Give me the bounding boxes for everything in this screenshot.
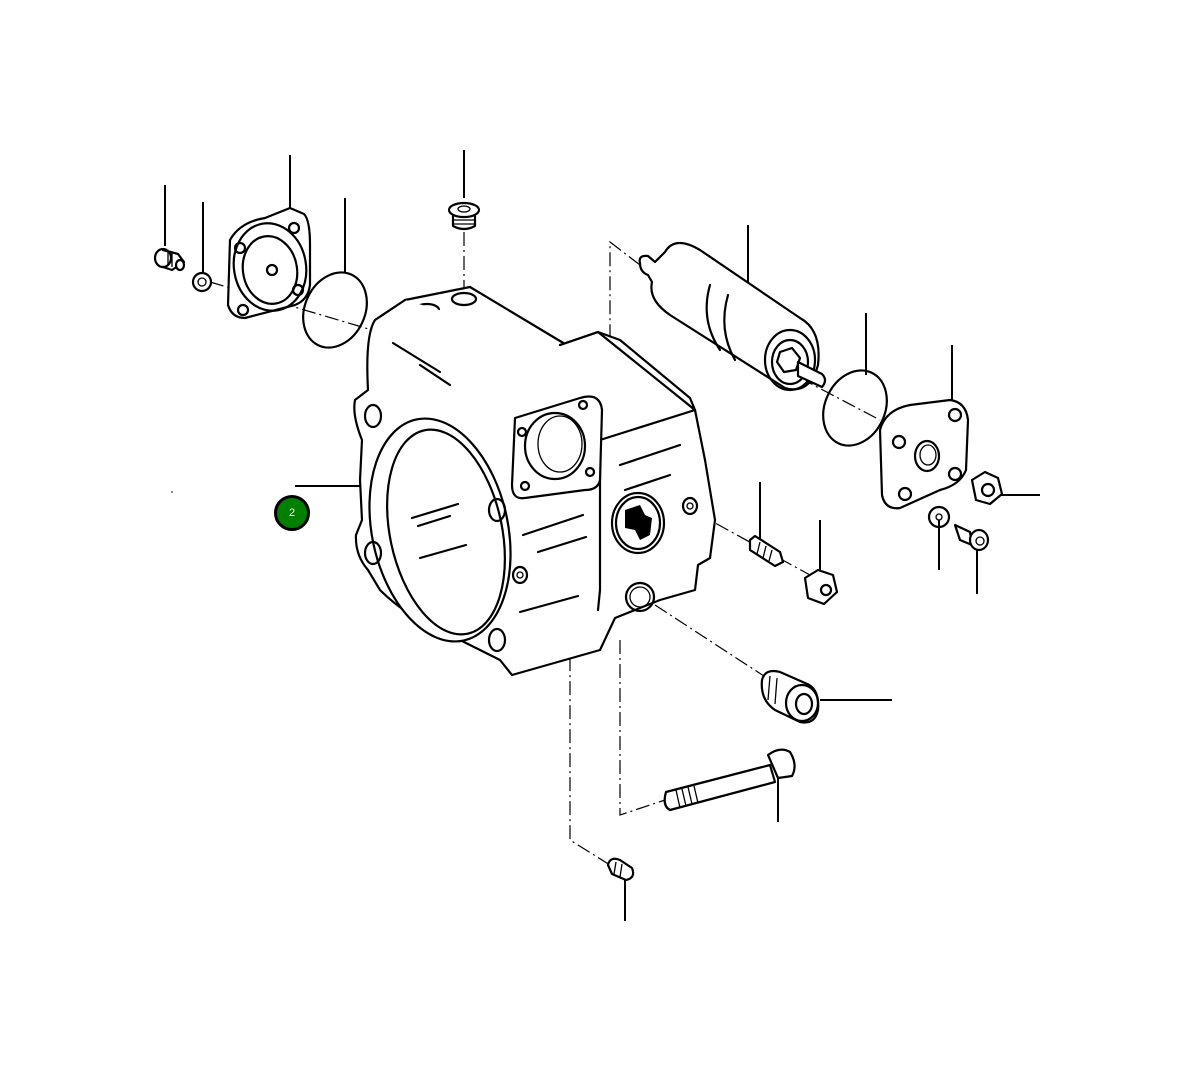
o-ring-right-part — [822, 369, 888, 447]
artifact-dot — [171, 491, 173, 493]
stud-part — [748, 534, 785, 568]
cap-screw-left-part — [153, 247, 186, 272]
cover-plate-right-part — [878, 398, 970, 510]
socket-head-bolt-part — [663, 748, 796, 812]
callout-marker-2[interactable]: 2 — [274, 495, 310, 531]
dowel-pin-part — [606, 857, 635, 882]
cap-screw-right-part — [953, 523, 990, 552]
hex-nut-small-part — [803, 568, 839, 606]
plug-side-part — [760, 669, 820, 724]
plug-top-part — [447, 201, 481, 231]
housing-part — [353, 285, 717, 677]
leader-lines — [164, 150, 1040, 921]
washer-left-part — [191, 271, 213, 293]
callout-label: 2 — [288, 507, 296, 519]
valve-cartridge-part — [638, 241, 827, 392]
washer-right-part — [927, 505, 951, 529]
o-ring-left-part — [302, 271, 368, 349]
cover-plate-left-part — [226, 206, 312, 320]
hex-nut-right-part — [970, 470, 1004, 506]
